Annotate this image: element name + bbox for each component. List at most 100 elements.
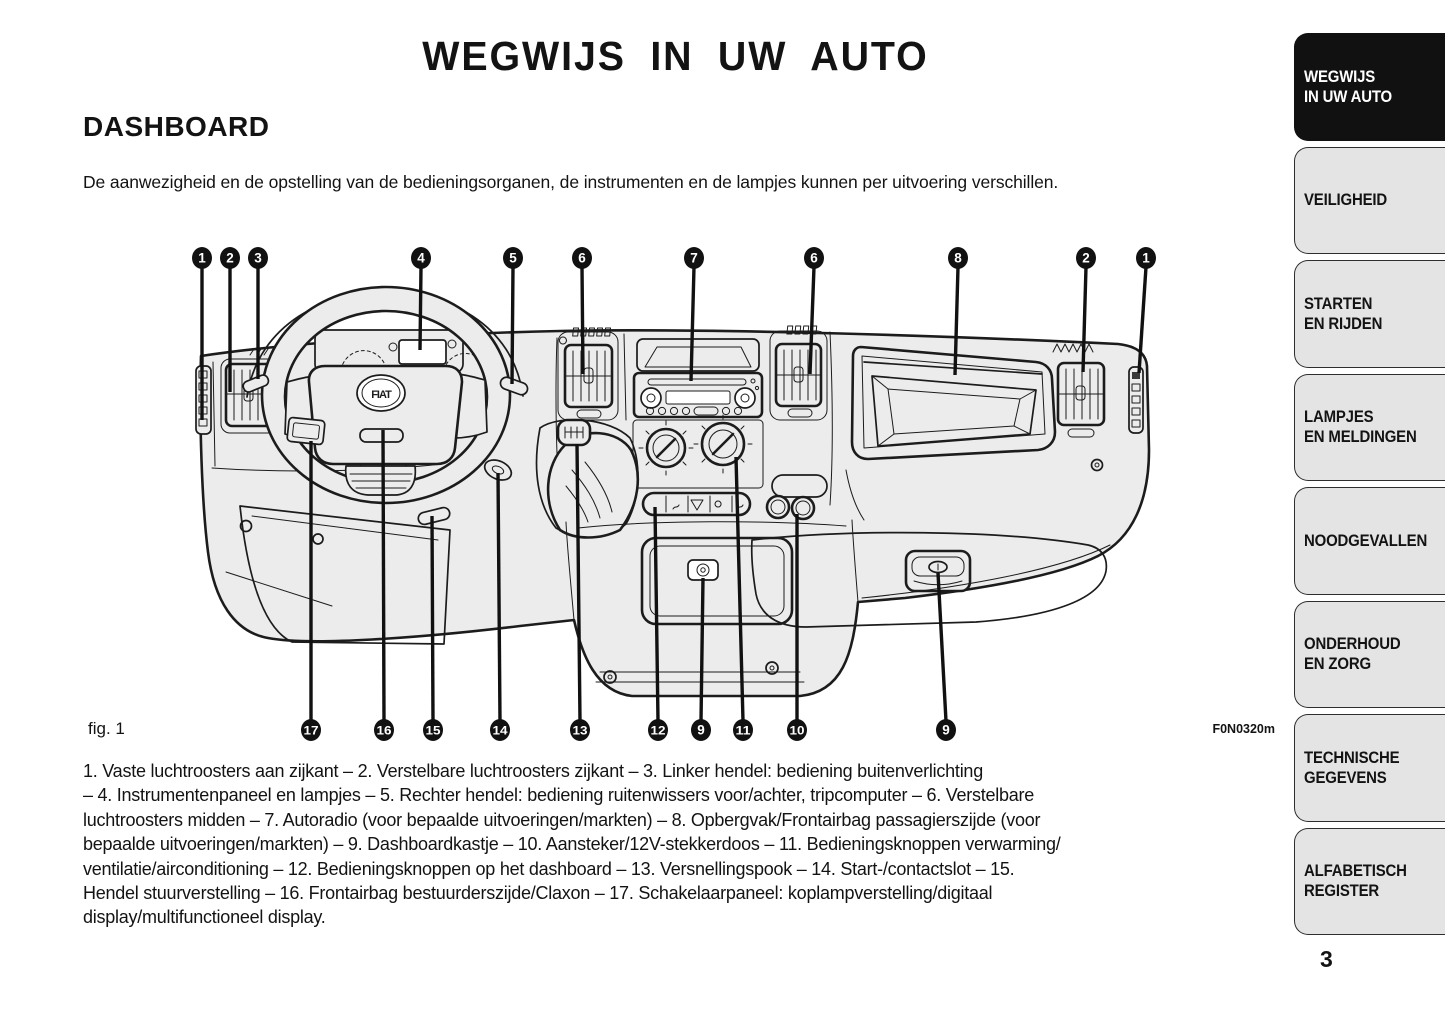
right-stalk (499, 376, 529, 396)
callout-line-4 (418, 266, 423, 351)
steering-wheel: FIAT (260, 285, 512, 505)
callout-number-1: 1 (1142, 251, 1150, 266)
driver-airbag-pad (307, 364, 464, 466)
glovebox-door (750, 458, 1111, 628)
callout-number-14: 14 (493, 724, 508, 738)
steering-adjust-lever (417, 506, 451, 526)
sidebar-tab-noodgevallen[interactable]: NOODGEVALLEN (1294, 487, 1445, 595)
callout-number-8: 8 (954, 251, 962, 266)
callout-circle-6 (804, 247, 824, 269)
callout-number-1: 1 (198, 251, 206, 266)
callout-number-4: 4 (417, 251, 425, 266)
callout-line-15 (430, 515, 435, 722)
page-number: 3 (1320, 946, 1333, 972)
callout-circle-3 (248, 247, 268, 269)
callout-circle-1 (1136, 247, 1156, 269)
callout-circle-17 (301, 719, 321, 741)
callout-circle-5 (503, 247, 523, 269)
callout-circle-15 (423, 719, 443, 741)
figure-legend: 1. Vaste luchtroosters aan zijkant – 2. … (83, 759, 1278, 930)
callout-circle-10 (787, 719, 807, 741)
callout-circle-6 (572, 247, 592, 269)
callout-line-5 (510, 266, 515, 385)
callout-number-9: 9 (942, 723, 950, 738)
callout-circle-16 (374, 719, 394, 741)
legend-line: bepaalde uitvoeringen/markten) – 9. Dash… (83, 834, 1061, 855)
callout-line-11 (734, 456, 745, 722)
gear-shifter (535, 418, 640, 539)
callout-number-3: 3 (254, 251, 262, 266)
callout-number-15: 15 (426, 724, 441, 738)
callout-number-6: 6 (810, 251, 818, 266)
section-heading: DASHBOARD (83, 111, 270, 142)
callout-number-7: 7 (690, 251, 698, 266)
intro-text: De aanwezigheid en de opstelling van de … (83, 172, 1059, 192)
ignition-switch (483, 459, 513, 481)
callout-circle-7 (684, 247, 704, 269)
callout-line-14 (496, 472, 502, 722)
callout-line-13 (575, 443, 582, 722)
callout-number-16: 16 (377, 724, 392, 738)
callout-circle-1 (192, 247, 212, 269)
callout-line-8 (953, 266, 960, 376)
callout-number-2: 2 (1082, 251, 1090, 266)
legend-line: display/multifunctioneel display. (83, 907, 326, 928)
callout-circle-11 (733, 719, 753, 741)
fiat-badge (356, 374, 406, 412)
callout-number-11: 11 (736, 724, 751, 738)
climate-controls (632, 414, 764, 489)
right-side-vent (1128, 366, 1144, 434)
legend-line: luchtroosters midden – 7. Autoradio (voo… (83, 809, 1041, 830)
right-adjustable-vent (1056, 361, 1106, 438)
callout-line-9 (699, 577, 705, 722)
callout-number-10: 10 (790, 724, 805, 738)
callout-number-9: 9 (697, 723, 705, 738)
center-console (565, 519, 859, 684)
left-stalk (242, 374, 270, 393)
sidebar-tab-label: NOODGEVALLEN (1304, 530, 1428, 550)
legend-line: ventilatie/airconditioning – 12. Bedieni… (83, 858, 1015, 879)
callout-line-1 (1137, 266, 1148, 374)
callout-line-16 (381, 429, 386, 722)
callout-line-6 (808, 266, 816, 375)
callout-circle-2 (1076, 247, 1096, 269)
knee-panel (225, 505, 451, 645)
callout-line-7 (689, 266, 696, 382)
sidebar-tab-label: VEILIGHEID (1304, 190, 1388, 210)
sidebar-tab-veiligheid[interactable]: VEILIGHEID (1294, 146, 1445, 254)
figure-code: F0N0320m (1212, 722, 1275, 736)
lighter-socket (765, 474, 828, 521)
fiat-badge-text: FIAT (371, 389, 392, 401)
callout-line-2 (1081, 266, 1088, 373)
center-vent-left (557, 327, 619, 421)
callout-line-12 (653, 506, 660, 722)
callout-number-2: 2 (226, 251, 234, 266)
callout-circle-13 (570, 719, 590, 741)
callout-line-9 (936, 572, 948, 722)
figure-label: fig. 1 (88, 719, 125, 738)
legend-line: 1. Vaste luchtroosters aan zijkant – 2. … (83, 761, 983, 781)
callout-number-12: 12 (651, 724, 666, 738)
callout-circle-9 (936, 719, 956, 741)
storage-tray (636, 338, 760, 372)
dashboard-buttons (641, 491, 752, 517)
callout-circle-9 (691, 719, 711, 741)
callout-circle-12 (648, 719, 668, 741)
callout-circle-2 (220, 247, 240, 269)
callout-number-5: 5 (509, 251, 517, 266)
callout-line-6 (580, 266, 585, 375)
